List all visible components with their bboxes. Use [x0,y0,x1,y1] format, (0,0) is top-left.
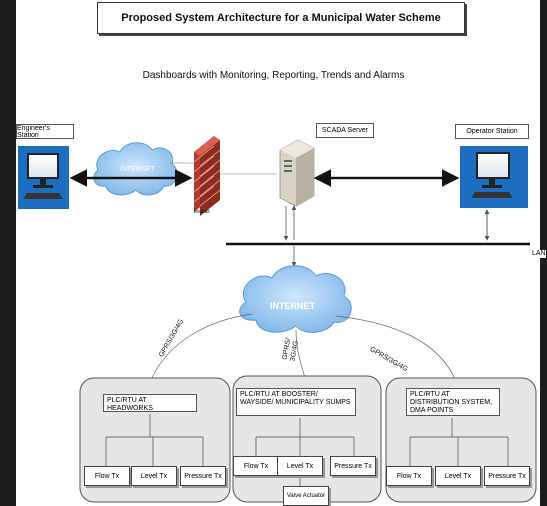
plc-distribution-level-tx: Level Tx [435,466,481,486]
scada-server-icon [279,139,315,207]
internet-top-label: INTERNET [120,166,155,173]
plc-distribution-title: PLC/RTU AT DISTRIBUTION SYSTEM, DMA POIN… [406,388,500,416]
plc-group-booster-tree [255,418,355,486]
internet-cloud-main [239,265,352,333]
plc-headworks-title: PLC/RTU AT HEADWORKS [103,394,197,412]
gprs-link-middle [295,329,306,379]
internet-main-label: INTERNET [270,301,315,311]
plc-booster-valve-actuator: Valve Actuator [283,486,329,506]
plc-headworks-flow-tx: Flow Tx [84,466,130,486]
lan-label: LAN [532,250,546,258]
firewall-label: firewall [194,209,210,215]
operator-station-label: Operator Station [455,124,529,139]
operator-workstation-icon [460,146,528,208]
plc-booster-flow-tx: Flow Tx [233,456,279,476]
plc-group-headworks-tree [105,414,204,466]
engineer-station-label: Engineer's Station [16,124,74,139]
plc-booster-title: PLC/RTU AT BOOSTER/ WAYSIDE/ MUNICIPALIT… [236,388,356,416]
gprs-link-left [149,313,253,383]
plc-booster-level-tx: Level Tx [277,456,323,476]
scada-server-label: SCADA Server [316,123,374,138]
plc-distribution-pressure-tx: Pressure Tx [484,466,530,486]
plc-group-distribution-tree [409,418,509,466]
firewall-icon [193,136,221,216]
diagram-title: Proposed System Architecture for a Munic… [97,2,465,34]
diagram-subtitle: Dashboards with Monitoring, Reporting, T… [142,70,405,81]
plc-headworks-pressure-tx: Pressure Tx [180,466,226,486]
plc-distribution-flow-tx: Flow Tx [386,466,432,486]
plc-booster-pressure-tx: Pressure Tx [330,456,376,476]
engineer-workstation-icon [18,146,69,209]
gprs-link-right [335,315,457,383]
plc-headworks-level-tx: Level Tx [131,466,177,486]
